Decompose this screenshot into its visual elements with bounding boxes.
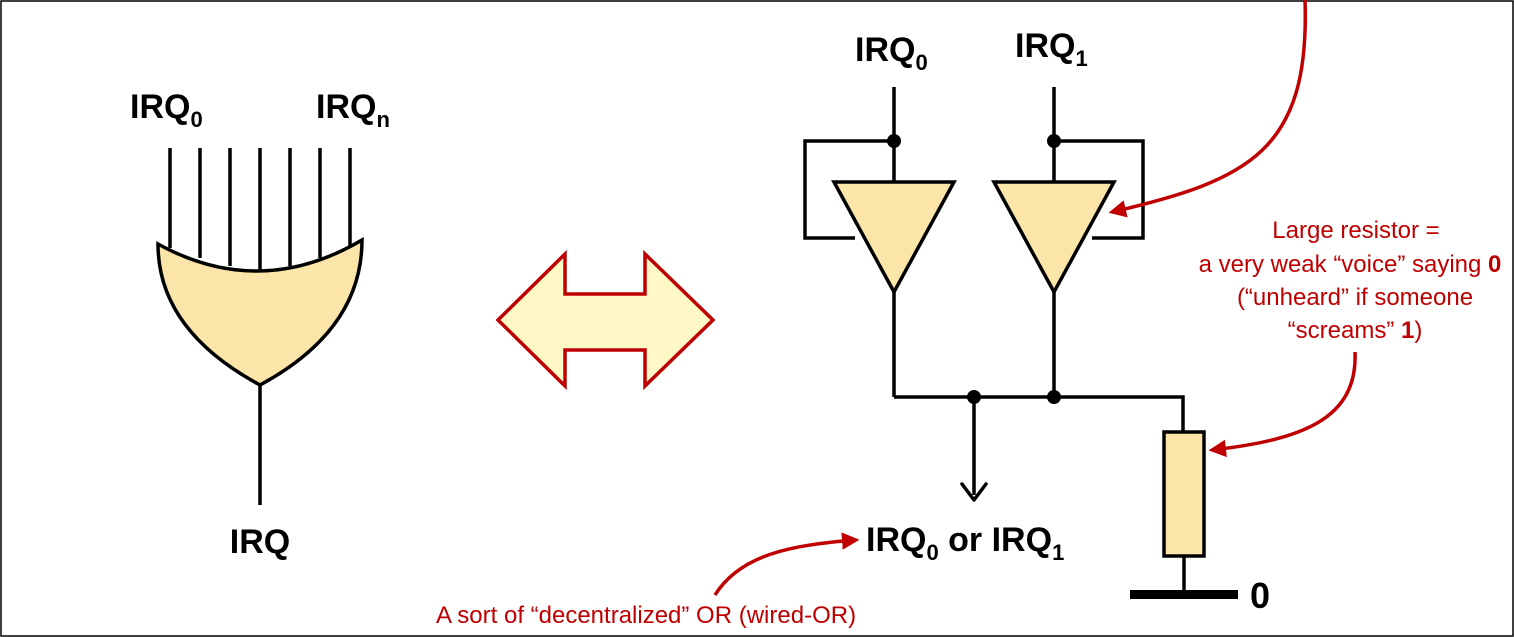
annotation-arrows	[713, 0, 1357, 596]
junction-dot	[1047, 134, 1061, 148]
buffer-a-enable-loop	[803, 139, 894, 240]
resistor-annotation: Large resistor = a very weak “voice” say…	[1199, 217, 1502, 344]
resistor-annotation-line1: Large resistor =	[1272, 217, 1439, 244]
or-gate-input-label-first: IRQ0	[130, 88, 203, 132]
wired-or-callout-arrow	[713, 532, 860, 596]
resistor-annotation-line2: a very weak “voice” saying 0	[1199, 251, 1502, 278]
or-gate-output-label: IRQ	[230, 523, 290, 561]
junction-dot	[1047, 390, 1061, 404]
wired-or-output-label: IRQ0 or IRQ1	[866, 521, 1064, 565]
equivalence-double-arrow	[495, 249, 716, 391]
ground-bar	[1130, 590, 1238, 599]
buffer-callout-arrow	[1108, 0, 1307, 218]
or-gate-group: IRQ0 IRQn IRQ	[130, 88, 390, 561]
wired-or-circuit	[803, 87, 1186, 594]
junction-dots	[887, 134, 1061, 404]
resistor-annotation-line4: “screams” 1)	[1288, 317, 1423, 344]
or-gate-body	[156, 236, 364, 387]
wired-or-annotation: A sort of “decentralized” OR (wired-OR)	[436, 602, 856, 629]
junction-dot	[967, 390, 981, 404]
resistor-annotation-line3: (“unheard” if someone	[1237, 284, 1473, 311]
or-gate-input-label-last: IRQn	[316, 88, 390, 132]
tristate-buffer-a	[831, 180, 957, 296]
ground-value-label: 0	[1250, 575, 1270, 616]
tristate-buffer-b	[991, 180, 1117, 296]
junction-dot	[887, 134, 901, 148]
or-gate-input-lines	[168, 148, 352, 270]
wired-or-input-label-a: IRQ0	[855, 31, 928, 75]
resistor-callout-arrow	[1208, 351, 1357, 458]
pull-down-resistor	[1162, 430, 1206, 558]
shared-bus-wire	[894, 395, 1185, 432]
buffer-b-enable-loop	[1054, 139, 1145, 240]
wired-or-input-label-b: IRQ1	[1015, 27, 1088, 71]
bus-output-arrowhead	[960, 482, 988, 502]
